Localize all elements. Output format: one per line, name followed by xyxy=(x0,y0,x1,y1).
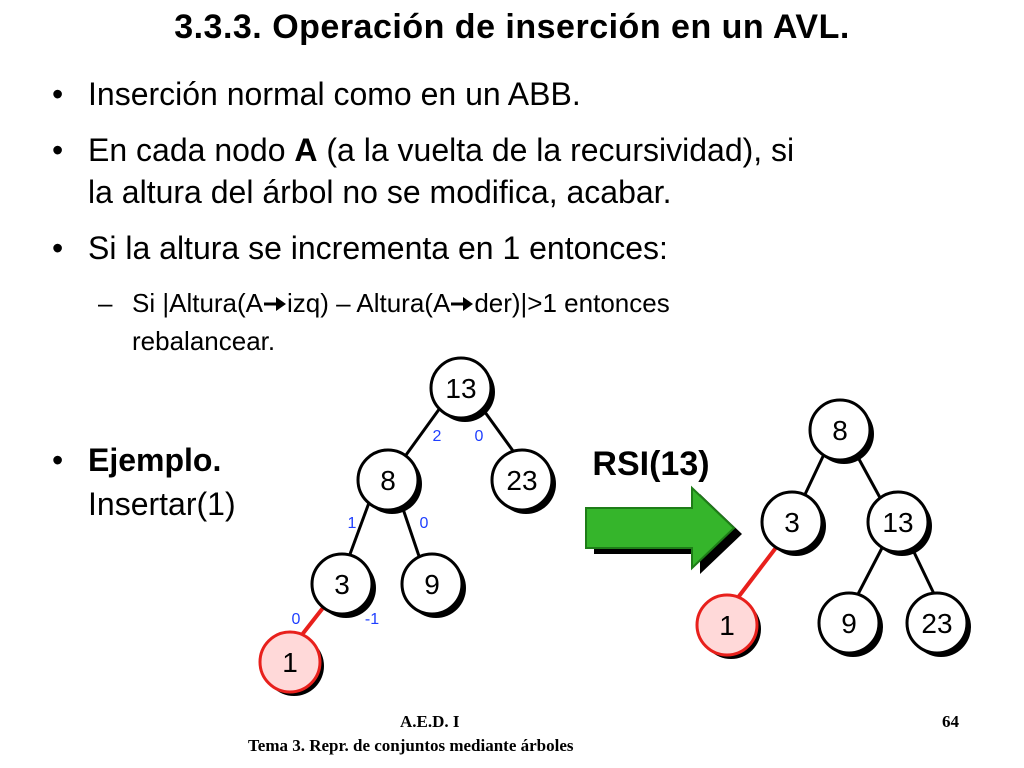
node-9: 9 xyxy=(817,591,883,657)
node-label: 8 xyxy=(380,465,396,496)
edge-13-8 xyxy=(404,407,442,456)
bullet-symbol: • xyxy=(52,76,64,112)
height-label: -1 xyxy=(365,611,379,628)
bullet-text-line1: En cada nodo A (a la vuelta de la recurs… xyxy=(88,130,794,170)
node-label: 3 xyxy=(784,507,800,538)
edge-13-9 xyxy=(854,547,884,599)
bullet-symbol: • xyxy=(52,442,64,478)
arrow-right-icon xyxy=(451,297,474,311)
edge-13-23 xyxy=(480,407,518,456)
height-label: 0 xyxy=(475,428,484,445)
bullet-text: Inserción normal como en un ABB. xyxy=(88,76,581,112)
subbullet-line2: rebalancear. xyxy=(132,326,276,356)
text-segment: der)|>1 entonces xyxy=(474,288,670,318)
arrow-right-icon xyxy=(264,297,287,311)
insertar-label: Insertar(1) xyxy=(88,486,236,522)
dash-symbol: – xyxy=(98,288,113,318)
bullet-text: Si la altura se incrementa en 1 entonces… xyxy=(88,230,668,266)
footer-page-number: 64 xyxy=(942,712,959,731)
node-23: 23 xyxy=(905,591,971,657)
footer-course: A.E.D. I xyxy=(400,712,460,731)
node-8: 8 xyxy=(808,398,874,464)
height-labels: 2 0 1 0 0 -1 xyxy=(292,428,484,628)
node-label: 13 xyxy=(445,373,476,404)
node-23: 23 xyxy=(490,448,556,514)
bullet-text-line2: la altura del árbol no se modifica, acab… xyxy=(88,174,672,210)
footer-subtitle: Tema 3. Repr. de conjuntos mediante árbo… xyxy=(248,736,574,755)
node-label: 9 xyxy=(841,608,857,639)
node-1-inserted: 1 xyxy=(695,593,761,659)
text-segment: En cada nodo xyxy=(88,132,295,168)
node-1-inserted: 1 xyxy=(258,630,324,696)
rotation-arrow-icon xyxy=(585,485,742,574)
bullet-symbol: • xyxy=(52,132,64,168)
node-3: 3 xyxy=(760,490,826,556)
node-3: 3 xyxy=(310,552,376,618)
node-label: 23 xyxy=(921,608,952,639)
node-label: 8 xyxy=(832,415,848,446)
slide-title: 3.3.3. Operación de inserción en un AVL. xyxy=(174,8,850,46)
bold-node-a: A xyxy=(294,132,318,168)
node-8: 8 xyxy=(356,448,422,514)
height-label: 1 xyxy=(348,515,357,532)
text-segment: (a la vuelta de la recursividad), si xyxy=(317,132,795,168)
node-label: 3 xyxy=(334,569,350,600)
node-label: 13 xyxy=(882,507,913,538)
node-9: 9 xyxy=(400,552,466,618)
height-label: 0 xyxy=(420,515,429,532)
node-label: 1 xyxy=(719,610,735,641)
node-label: 23 xyxy=(506,465,537,496)
text-segment: izq) – Altura(A xyxy=(287,288,451,318)
node-13: 13 xyxy=(866,490,932,556)
node-label: 9 xyxy=(424,569,440,600)
text-segment: Si |Altura(A xyxy=(132,288,264,318)
height-label: 0 xyxy=(292,611,301,628)
rotation-label: RSI(13) xyxy=(592,445,709,483)
bullet-symbol: • xyxy=(52,230,64,266)
ejemplo-label: Ejemplo. xyxy=(88,442,222,478)
node-13: 13 xyxy=(429,356,495,422)
node-label: 1 xyxy=(282,647,298,678)
edge-13-23 xyxy=(910,547,938,599)
subbullet-line1: Si |Altura(A izq) – Altura(A der)|>1 enton… xyxy=(132,286,670,321)
height-label: 2 xyxy=(433,428,442,445)
